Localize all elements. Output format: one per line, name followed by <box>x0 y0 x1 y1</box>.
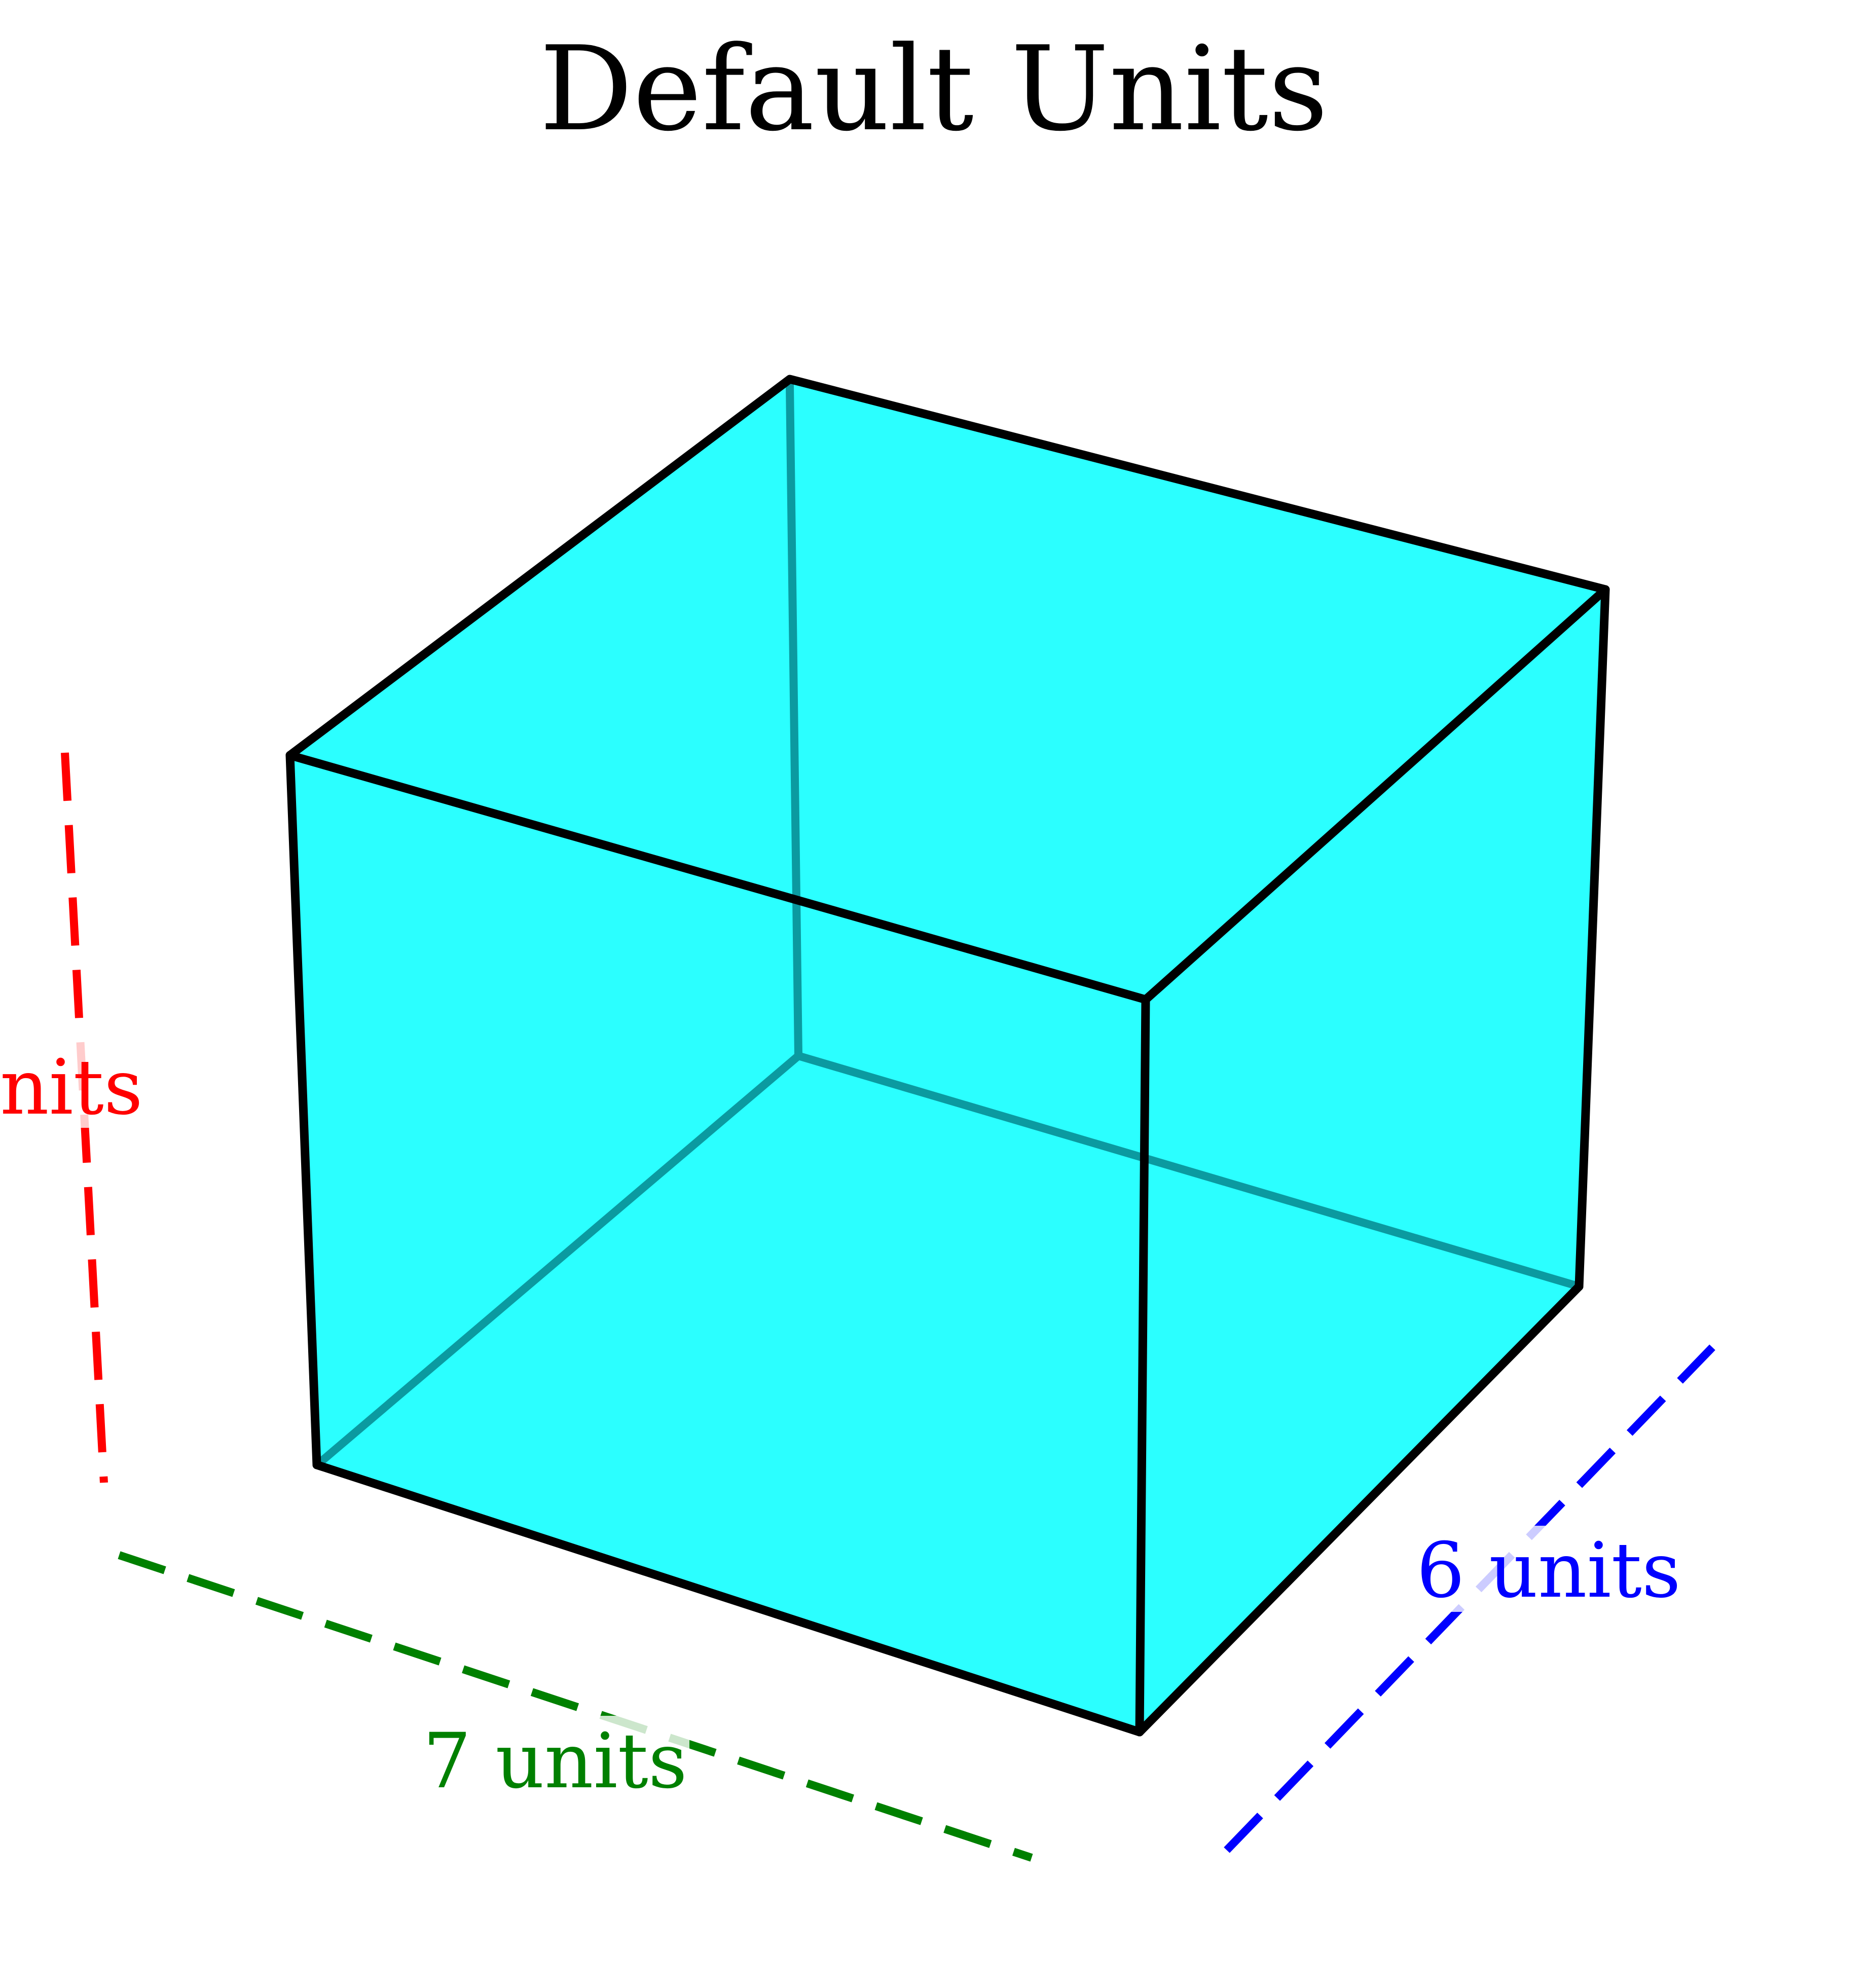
depth-dimension-line <box>1224 1344 1715 1853</box>
edge-bottom-right <box>1135 1282 1584 1737</box>
prism-hidden-edges <box>318 381 1578 1465</box>
depth-label-backing <box>1409 1526 1688 1612</box>
edge-front-right-vertical <box>1135 995 1150 1737</box>
edge-back-right-vertical <box>1574 585 1610 1291</box>
width-label-backing <box>416 1716 689 1802</box>
depth-dimension-label: 6 units <box>1416 1527 1681 1615</box>
prism-visible-edges <box>285 375 1610 1737</box>
height-dimension-label: nits <box>0 1044 143 1132</box>
diagram-title: Default Units <box>539 22 1328 157</box>
edge-bottom-front <box>312 1460 1144 1737</box>
hidden-edge-vertical <box>786 381 802 1060</box>
edge-front-left-vertical <box>285 751 321 1469</box>
prism-top-face <box>290 379 1605 1000</box>
hidden-edge-left <box>318 1052 802 1465</box>
height-label-backing <box>0 1042 152 1128</box>
hidden-edge-right <box>794 1052 1578 1289</box>
prism-faces <box>290 379 1605 1732</box>
width-dimension-label: 7 units <box>423 1717 687 1806</box>
width-dimension-line <box>118 1551 1033 1862</box>
